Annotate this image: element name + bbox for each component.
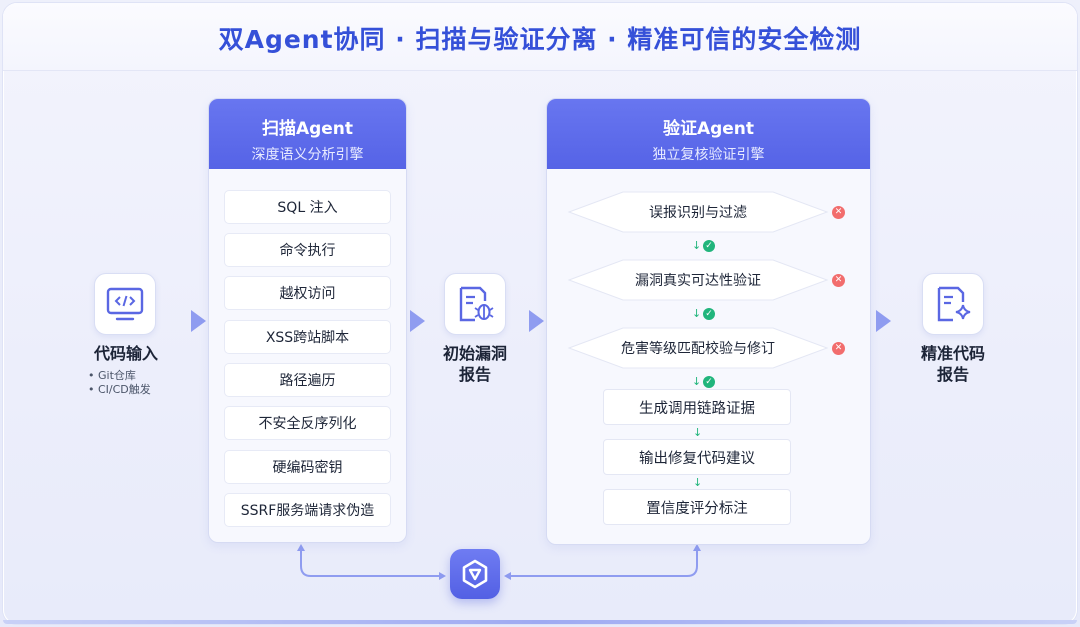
bottom-connector (297, 544, 701, 580)
initial-report-label-line2: 报告 (458, 365, 491, 384)
check-label: 误报识别与过滤 (649, 205, 747, 221)
scan-item: 命令执行 (224, 233, 391, 267)
check-circle-icon: ✓ (703, 376, 715, 388)
x-circle-icon: ✕ (832, 274, 845, 287)
check-diamond: 危害等级匹配校验与修订 (563, 326, 833, 370)
scan-item: 硬编码密钥 (224, 450, 391, 484)
final-report-label-line1: 精准代码 (920, 344, 985, 363)
scan-agent-subtitle: 深度语义分析引擎 (251, 147, 364, 163)
scan-item: 不安全反序列化 (224, 406, 391, 440)
check-diamond: 漏洞真实可达性验证 (563, 258, 833, 302)
check-circle-icon: ✓ (703, 308, 715, 320)
code-monitor-icon (94, 273, 156, 335)
check-label: 漏洞真实可达性验证 (635, 273, 761, 289)
bug-report-icon (444, 273, 506, 335)
input-sources: • Git仓库 • CI/CD触发 (88, 369, 151, 397)
verify-step: 置信度评分标注 (603, 489, 791, 525)
page-title: 双Agent协同 · 扫描与验证分离 · 精准可信的安全检测 (218, 25, 862, 54)
check-diamond: 误报识别与过滤 (563, 190, 833, 234)
x-circle-icon: ✕ (832, 206, 845, 219)
down-arrow-icon: ↓ (693, 476, 703, 489)
initial-report-label: 初始漏洞 报告 (428, 343, 522, 385)
check-label: 危害等级匹配校验与修订 (621, 341, 775, 357)
down-arrow-icon: ↓ (692, 239, 702, 252)
verify-step: 输出修复代码建议 (603, 439, 791, 475)
flow-arrow-icon (529, 310, 544, 332)
input-source-ci: • CI/CD触发 (88, 383, 151, 396)
scan-item: XSS跨站脚本 (224, 320, 391, 354)
down-arrow-icon: ↓ (692, 375, 702, 388)
scan-item: SQL 注入 (224, 190, 391, 224)
agent-logo-icon (450, 549, 500, 599)
sparkle-report-icon (922, 273, 984, 335)
flow-arrow-icon (191, 310, 206, 332)
scan-item: SSRF服务端请求伪造 (224, 493, 391, 527)
down-arrow-icon: ↓ (692, 307, 702, 320)
final-report-label: 精准代码 报告 (905, 343, 1001, 385)
verify-step: 生成调用链路证据 (603, 389, 791, 425)
x-circle-icon: ✕ (832, 342, 845, 355)
scan-agent-title: 扫描Agent (261, 119, 354, 139)
scan-agent-header: 扫描Agent 深度语义分析引擎 (209, 99, 406, 169)
flow-arrow-icon (410, 310, 425, 332)
bottom-accent-strip (3, 620, 1077, 624)
verify-agent-subtitle: 独立复核验证引擎 (652, 147, 765, 163)
scan-agent-panel: 扫描Agent 深度语义分析引擎 SQL 注入 命令执行 越权访问 XSS跨站脚… (208, 98, 407, 543)
input-source-git: • Git仓库 (88, 369, 136, 382)
scan-item: 路径遍历 (224, 363, 391, 397)
check-circle-icon: ✓ (703, 240, 715, 252)
verify-agent-header: 验证Agent 独立复核验证引擎 (547, 99, 870, 169)
header-bar (3, 3, 1077, 71)
verify-agent-panel: 验证Agent 独立复核验证引擎 (546, 98, 871, 545)
scan-item: 越权访问 (224, 276, 391, 310)
flow-arrow-icon (876, 310, 891, 332)
input-label: 代码输入 (93, 344, 158, 363)
verify-agent-title: 验证Agent (662, 119, 755, 139)
final-report-label-line2: 报告 (936, 365, 969, 384)
initial-report-label-line1: 初始漏洞 (442, 344, 507, 363)
down-arrow-icon: ↓ (693, 426, 703, 439)
